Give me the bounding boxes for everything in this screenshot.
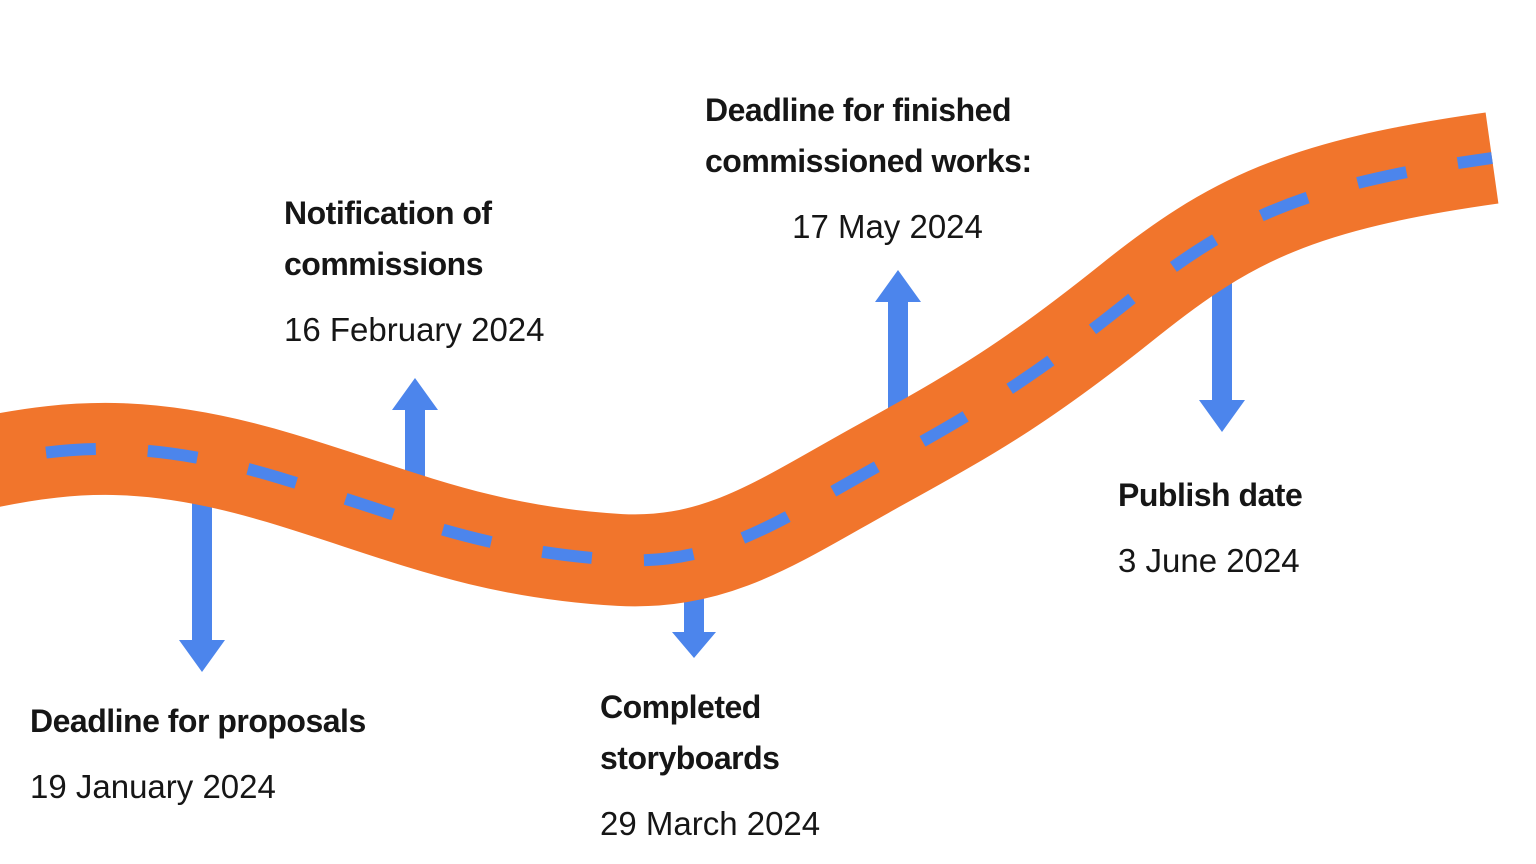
down-arrow-icon	[1199, 265, 1245, 432]
road-dashed-line	[0, 152, 1493, 567]
down-arrow-icon	[672, 588, 716, 658]
milestone-title: Completed storyboards	[600, 689, 780, 776]
milestone-title: Deadline for proposals	[30, 703, 366, 739]
milestone-title: Publish date	[1118, 477, 1303, 513]
milestone-date: 29 March 2024	[600, 805, 821, 842]
milestone-date: 17 May 2024	[792, 208, 983, 245]
milestone-arrows	[179, 265, 1245, 672]
milestone-publish-date: Publish date 3 June 2024	[1118, 470, 1303, 582]
milestone-date: 16 February 2024	[284, 311, 545, 348]
milestone-completed-storyboards: Completed storyboards 29 March 2024	[600, 682, 820, 845]
milestone-notification-commissions: Notification of commissions 16 February …	[284, 188, 545, 351]
up-arrow-icon	[875, 270, 921, 420]
milestone-date: 19 January 2024	[30, 768, 276, 805]
up-arrow-icon	[392, 378, 438, 500]
milestone-date: 3 June 2024	[1118, 542, 1300, 579]
milestone-title: Notification of commissions	[284, 195, 492, 282]
milestone-deadline-finished-works: Deadline for finished commissioned works…	[705, 85, 1070, 248]
down-arrow-icon	[179, 495, 225, 672]
milestone-deadline-proposals: Deadline for proposals 19 January 2024	[30, 696, 366, 808]
milestone-title: Deadline for finished commissioned works…	[705, 92, 1032, 179]
